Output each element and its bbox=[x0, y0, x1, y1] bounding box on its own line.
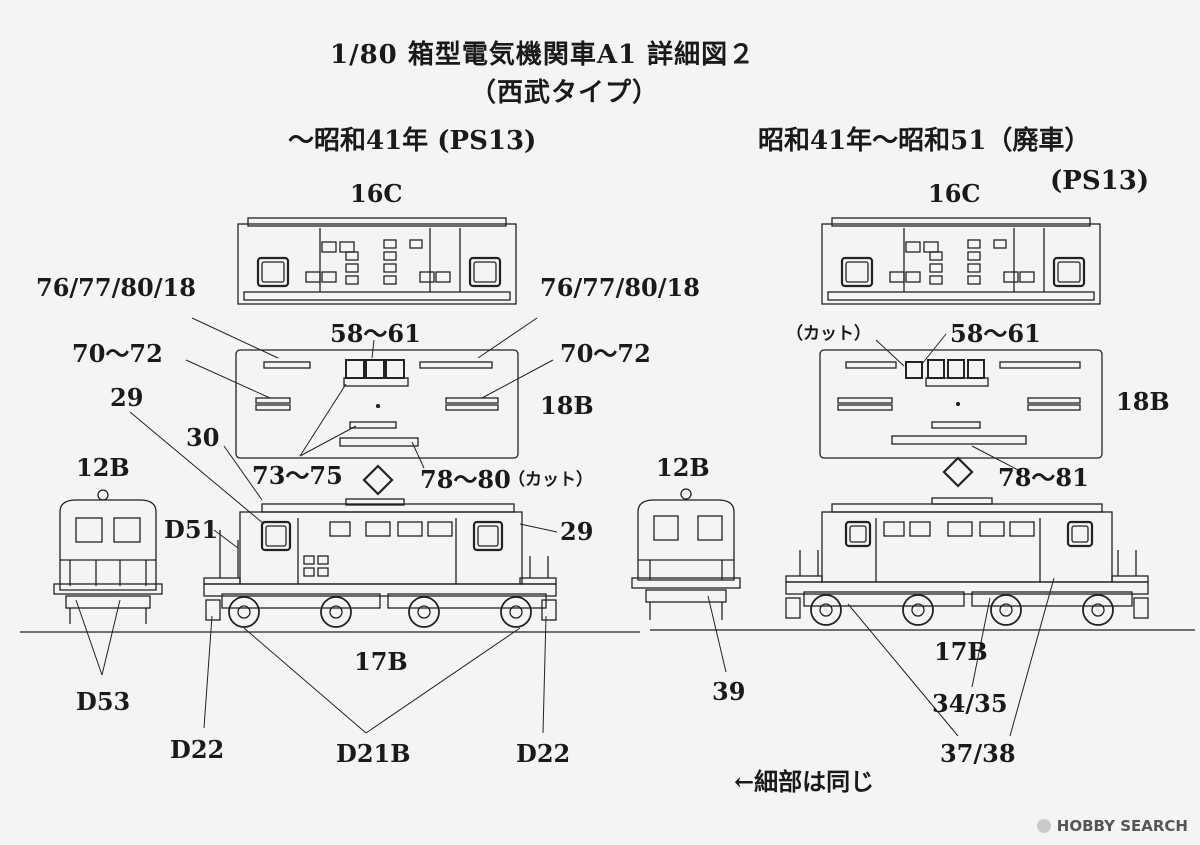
hobby-search-watermark: HOBBY SEARCH bbox=[1036, 817, 1188, 835]
label-cut-right: （カット） bbox=[786, 324, 871, 344]
label-12b-left: 12B bbox=[76, 453, 130, 482]
label-37-38: 37/38 bbox=[940, 739, 1016, 768]
drawing-subtitle: （西武タイプ） bbox=[470, 78, 660, 108]
label-58-61-right: 58～61 bbox=[950, 319, 1041, 348]
label-d51: D51 bbox=[164, 515, 219, 544]
label-78-80: 78～80 bbox=[420, 465, 511, 494]
label-34-35: 34/35 bbox=[932, 689, 1008, 718]
label-cut-left: （カット） bbox=[508, 470, 593, 490]
label-70-72-right: 70～72 bbox=[560, 339, 651, 368]
label-30: 30 bbox=[186, 423, 220, 452]
label-39: 39 bbox=[712, 677, 746, 706]
leader-lines bbox=[75, 317, 1055, 737]
right-front-view-12b bbox=[631, 488, 741, 620]
label-73-75: 73～75 bbox=[252, 461, 343, 490]
drawing-title: 1/80 箱型電気機関車A1 詳細図２ bbox=[330, 40, 756, 70]
right-side-view bbox=[785, 497, 1149, 626]
label-d53: D53 bbox=[76, 687, 131, 716]
label-12b-right: 12B bbox=[656, 453, 710, 482]
footnote-details-same: ←細部は同じ bbox=[734, 767, 875, 796]
label-76-right: 76/77/80/18 bbox=[540, 273, 700, 302]
right-subheading: (PS13) bbox=[1050, 166, 1150, 196]
right-roof-plan-16c bbox=[821, 217, 1101, 305]
label-29-right: 29 bbox=[560, 517, 594, 546]
left-roof-label: 16C bbox=[350, 179, 403, 208]
left-underfloor-plate-18b bbox=[235, 349, 519, 459]
label-18b-left: 18B bbox=[540, 391, 594, 420]
left-heading: ～昭和41年 (PS13) bbox=[288, 126, 537, 156]
label-78-81: 78～81 bbox=[998, 463, 1089, 492]
label-d22-left: D22 bbox=[170, 735, 225, 764]
right-heading: 昭和41年～昭和51（廃車） bbox=[758, 126, 1091, 156]
label-d22-right: D22 bbox=[516, 739, 571, 768]
hobby-search-logo-icon bbox=[1036, 819, 1051, 833]
label-76-left: 76/77/80/18 bbox=[36, 273, 196, 302]
label-70-72-left: 70～72 bbox=[72, 339, 163, 368]
watermark-text: HOBBY SEARCH bbox=[1056, 817, 1188, 835]
left-side-view bbox=[203, 498, 557, 628]
label-17b-left: 17B bbox=[354, 647, 408, 676]
label-18b-right: 18B bbox=[1116, 387, 1170, 416]
left-roof-plan-16c bbox=[237, 217, 517, 305]
left-diamond-marker bbox=[362, 464, 394, 496]
right-roof-label: 16C bbox=[928, 179, 981, 208]
right-underfloor-plate-18b bbox=[819, 349, 1103, 459]
label-58-61-left: 58～61 bbox=[330, 319, 421, 348]
right-diamond-marker bbox=[942, 456, 974, 488]
label-29-top: 29 bbox=[110, 383, 144, 412]
left-front-view-12b bbox=[53, 489, 163, 624]
label-d21b: D21B bbox=[336, 739, 411, 768]
label-17b-right: 17B bbox=[934, 637, 988, 666]
